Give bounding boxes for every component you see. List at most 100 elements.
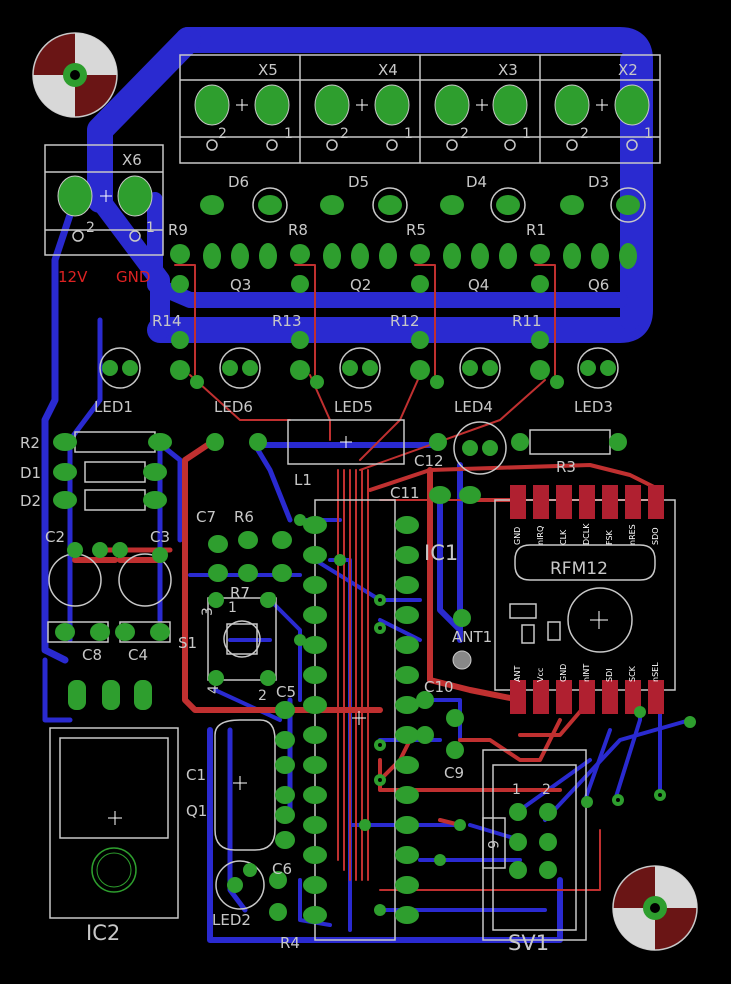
label-r14: R14 bbox=[152, 312, 182, 330]
pin-label: 2 bbox=[218, 126, 227, 142]
label-led1: LED1 bbox=[94, 398, 133, 416]
pin-label: 2 bbox=[460, 126, 469, 142]
label-c9: C9 bbox=[444, 764, 464, 782]
label-r7: R7 bbox=[230, 584, 250, 602]
pin-label: 1 bbox=[146, 220, 155, 236]
via-holes bbox=[378, 598, 662, 802]
label-led2: LED2 bbox=[212, 911, 251, 929]
label-c7: C7 bbox=[196, 508, 216, 526]
rfm-pin-top-label: SDO bbox=[651, 527, 660, 545]
label-x4: X4 bbox=[378, 61, 398, 79]
label-r13: R13 bbox=[272, 312, 302, 330]
label-q4: Q4 bbox=[468, 276, 489, 294]
rfm-pin-top-label: FSK bbox=[605, 529, 614, 545]
label-led3: LED3 bbox=[574, 398, 613, 416]
label-c8: C8 bbox=[82, 646, 102, 664]
label-d4: D4 bbox=[466, 173, 487, 191]
pin-label: 3 bbox=[200, 607, 216, 616]
pin-label: 2 bbox=[340, 126, 349, 142]
silkscreen-layer bbox=[44, 54, 676, 941]
label-ic1: IC1 bbox=[424, 541, 458, 565]
label-x5: X5 bbox=[258, 61, 278, 79]
rfm-pin-bottom-label: nSEL bbox=[651, 662, 660, 682]
terminal-pads bbox=[57, 84, 650, 217]
pin-label: 1 bbox=[522, 126, 531, 142]
label-r5: R5 bbox=[406, 221, 426, 239]
label-r4: R4 bbox=[280, 934, 300, 952]
pin-label: 2 bbox=[86, 220, 95, 236]
pin-label: 1 bbox=[404, 126, 413, 142]
label-s1: S1 bbox=[178, 634, 197, 652]
pin-label: 4 bbox=[206, 685, 222, 694]
component-pads bbox=[53, 195, 640, 924]
label-x6: X6 bbox=[122, 151, 142, 169]
label-c5: C5 bbox=[276, 683, 296, 701]
label-c1: C1 bbox=[186, 766, 206, 784]
label-r11: R11 bbox=[512, 312, 542, 330]
mounting-hole-top-left bbox=[32, 32, 118, 118]
mounting-hole-bottom-right bbox=[612, 865, 698, 951]
pin-label: 2 bbox=[258, 688, 267, 704]
label-l1: L1 bbox=[294, 471, 312, 489]
origin-crosses bbox=[100, 99, 608, 825]
label-rfm12: RFM12 bbox=[550, 559, 608, 579]
rfm-pin-top-label: DCLK bbox=[582, 523, 591, 545]
label-q1: Q1 bbox=[186, 802, 207, 820]
label-r1: R1 bbox=[526, 221, 546, 239]
label-12v: 12V bbox=[58, 268, 88, 286]
label-r2: R2 bbox=[20, 434, 40, 452]
label-ic2: IC2 bbox=[86, 921, 120, 945]
label-d2: D2 bbox=[20, 492, 41, 510]
rfm-pin-bottom-label: GND bbox=[559, 664, 568, 682]
label-led4: LED4 bbox=[454, 398, 493, 416]
label-r6: R6 bbox=[234, 508, 254, 526]
rfm-pin-bottom-label: nINT bbox=[582, 664, 591, 682]
label-q3: Q3 bbox=[230, 276, 251, 294]
ic2-heatsink-inner bbox=[96, 852, 132, 888]
ic2-heatsink-hole bbox=[91, 847, 137, 893]
label-c12: C12 bbox=[414, 452, 444, 470]
label-c11: C11 bbox=[390, 484, 420, 502]
label-q6: Q6 bbox=[588, 276, 609, 294]
pin-label: 1 bbox=[512, 782, 521, 798]
label-ant1: ANT1 bbox=[452, 628, 492, 646]
label-d1: D1 bbox=[20, 464, 41, 482]
vias bbox=[264, 514, 696, 916]
rfm-pin-bottom-label: SDI bbox=[605, 668, 614, 682]
label-c4: C4 bbox=[128, 646, 148, 664]
rfm-pin-top-label: nRES bbox=[628, 524, 637, 545]
rfm-pin-top-label: nIRQ bbox=[536, 526, 545, 545]
small-holes bbox=[72, 139, 638, 242]
label-x3: X3 bbox=[498, 61, 518, 79]
label-r8: R8 bbox=[288, 221, 308, 239]
pin-label: 2 bbox=[542, 782, 551, 798]
label-led5: LED5 bbox=[334, 398, 373, 416]
label-r9: R9 bbox=[168, 221, 188, 239]
label-r3: R3 bbox=[556, 458, 576, 476]
rfm12-pin-labels-bottom: ANT Vcc GND nINT SDI SCK nSEL bbox=[513, 662, 660, 682]
label-gnd: GND bbox=[116, 268, 150, 286]
label-c2: C2 bbox=[45, 528, 65, 546]
rfm-pin-top-label: CLK bbox=[559, 529, 568, 545]
label-r12: R12 bbox=[390, 312, 420, 330]
ant1-pad bbox=[452, 650, 472, 670]
rfm-pin-bottom-label: Vcc bbox=[536, 668, 545, 682]
label-sv1: SV1 bbox=[508, 931, 549, 955]
label-x2: X2 bbox=[618, 61, 638, 79]
pin-label: 1 bbox=[284, 126, 293, 142]
pin-label: 1 bbox=[228, 600, 237, 616]
label-d6: D6 bbox=[228, 173, 249, 191]
label-c6: C6 bbox=[272, 860, 292, 878]
rfm-pin-top-label: GND bbox=[513, 527, 522, 545]
rfm-pin-bottom-label: SCK bbox=[628, 665, 637, 682]
rfm12-pin-labels-top: GND nIRQ CLK DCLK FSK nRES SDO bbox=[513, 523, 660, 545]
pin-label: 1 bbox=[644, 126, 653, 142]
rfm-pin-bottom-label: ANT bbox=[513, 666, 522, 682]
label-c3: C3 bbox=[150, 528, 170, 546]
label-q2: Q2 bbox=[350, 276, 371, 294]
label-led6: LED6 bbox=[214, 398, 253, 416]
label-d3: D3 bbox=[588, 173, 609, 191]
label-d5: D5 bbox=[348, 173, 369, 191]
pin-label: 6 bbox=[484, 840, 500, 849]
